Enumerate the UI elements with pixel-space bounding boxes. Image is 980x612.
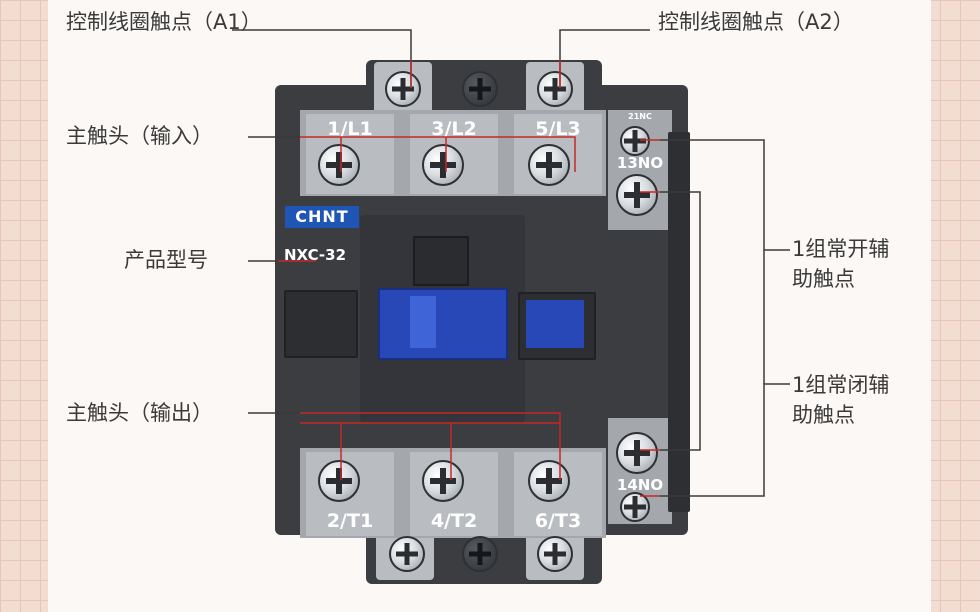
screw-a1-icon <box>385 71 421 107</box>
aux-latch <box>668 132 690 512</box>
label-coil-a1: 控制线圈触点（A1） <box>66 10 262 34</box>
terminal-label-t1: 2/T1 <box>326 510 374 532</box>
label-coil-a2: 控制线圈触点（A2） <box>658 10 854 34</box>
screw-l2-icon <box>422 144 464 186</box>
model-number: NXC-32 <box>284 246 347 264</box>
aux-label-21nc: 21NC <box>628 112 652 121</box>
label-main-output: 主触头（输出） <box>66 401 213 425</box>
top-small-window <box>413 236 469 286</box>
leader-no-aux-2 <box>660 191 701 451</box>
leader-main-output-red <box>300 412 561 480</box>
label-nc-aux: 1组常闭辅助触点 <box>792 373 890 428</box>
leader-a1 <box>232 29 412 88</box>
screw-l1-icon <box>318 144 360 186</box>
screw-bottom-center-icon <box>462 536 498 572</box>
center-blue-slot <box>410 296 436 348</box>
label-no-aux: 1组常开辅助触点 <box>792 237 890 292</box>
screw-bottom-right-icon <box>537 536 573 572</box>
right-window-blue <box>526 300 584 348</box>
leader-a2 <box>559 29 650 88</box>
brand-logo: CHNT <box>285 206 359 228</box>
leader-no-aux <box>660 139 790 251</box>
aux-label-14no: 14NO <box>616 476 664 494</box>
screw-aux-21-icon <box>620 126 650 156</box>
screw-l3-icon <box>528 144 570 186</box>
aux-label-13no: 13NO <box>616 154 664 172</box>
center-blue-indicator <box>378 288 508 360</box>
label-main-input: 主触头（输入） <box>66 124 213 148</box>
terminal-label-l3: 5/L3 <box>535 118 581 140</box>
terminal-label-l1: 1/L1 <box>327 118 373 140</box>
leader-line-group <box>232 29 790 497</box>
terminal-label-l2: 3/L2 <box>431 118 477 140</box>
left-window <box>284 290 358 358</box>
leader-nc-aux <box>660 383 790 497</box>
label-model: 产品型号 <box>124 248 208 272</box>
screw-bottom-left-icon <box>389 536 425 572</box>
terminal-label-t3: 6/T3 <box>534 510 582 532</box>
terminal-label-t2: 4/T2 <box>430 510 478 532</box>
screw-t2-icon <box>422 460 464 502</box>
screw-t3-icon <box>528 460 570 502</box>
screw-t1-icon <box>318 460 360 502</box>
screw-aux-14-icon <box>616 432 658 474</box>
screw-a2-icon <box>537 71 573 107</box>
screw-aux-bottom-icon <box>620 492 650 522</box>
screw-aux-13-icon <box>616 174 658 216</box>
screw-center-top-icon <box>462 71 498 107</box>
leader-main-input-red <box>300 136 576 172</box>
